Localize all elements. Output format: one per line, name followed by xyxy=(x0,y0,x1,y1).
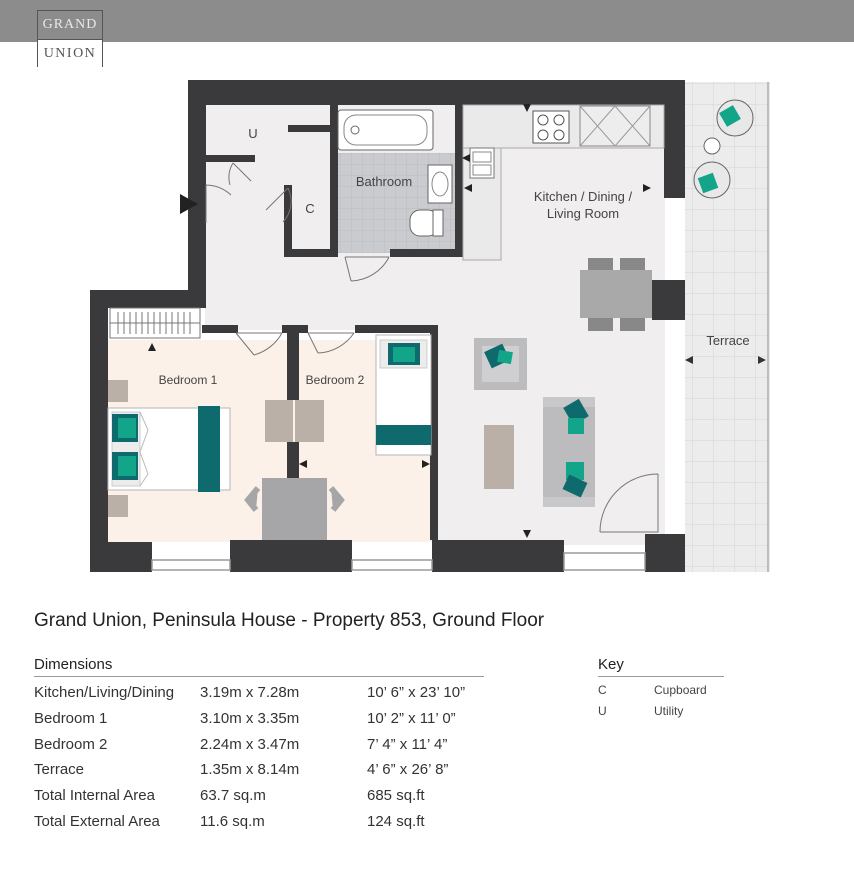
dim-room: Total External Area xyxy=(34,812,160,830)
dim-metric: 3.19m x 7.28m xyxy=(200,684,300,702)
table-row: Kitchen/Living/Dining 3.19m x 7.28m 10’ … xyxy=(34,680,465,706)
dim-room: Total Internal Area xyxy=(34,787,155,805)
dimensions-heading: Dimensions xyxy=(34,656,113,673)
door-swings xyxy=(205,162,659,533)
dim-room: Terrace xyxy=(34,761,85,779)
label-cupboard: C xyxy=(305,201,314,216)
wardrobe xyxy=(109,307,201,339)
pointer-arrows xyxy=(148,104,651,538)
dim-metric: 3.10m x 3.35m xyxy=(200,710,300,728)
windows xyxy=(151,552,646,571)
bedroom2-furniture xyxy=(375,334,432,456)
dimensions-divider xyxy=(34,676,484,677)
dim-metric: 11.6 sq.m xyxy=(200,812,265,830)
key-divider xyxy=(598,676,724,677)
label-kitchen-line2: Living Room xyxy=(547,206,619,221)
kitchen-units xyxy=(462,104,665,261)
header-bar xyxy=(0,0,854,42)
label-kitchen-line1: Kitchen / Dining / xyxy=(534,189,633,204)
dim-room: Bedroom 2 xyxy=(34,735,108,753)
dim-imperial: 10’ 2” x 11’ 0” xyxy=(367,710,456,728)
dim-room: Bedroom 1 xyxy=(34,710,108,728)
dining-set xyxy=(580,258,652,331)
table-row: Total Internal Area 63.7 sq.m 685 sq.ft xyxy=(34,783,465,809)
walls xyxy=(90,80,685,572)
key-code: C xyxy=(598,682,607,697)
dim-imperial: 10’ 6” x 23’ 10” xyxy=(367,684,466,702)
table-row: Bedroom 1 3.10m x 3.35m 10’ 2” x 11’ 0” xyxy=(34,706,465,732)
terrace-furniture xyxy=(693,99,754,199)
label-bathroom: Bathroom xyxy=(356,174,412,189)
table-row: C Cupboard xyxy=(598,679,707,700)
label-bedroom2: Bedroom 2 xyxy=(306,373,365,387)
brand-logo-top: GRAND xyxy=(42,17,98,32)
label-terrace: Terrace xyxy=(706,333,749,348)
bedroom1-furniture xyxy=(107,380,345,540)
key-meaning: Utility xyxy=(654,703,684,718)
dim-metric: 2.24m x 3.47m xyxy=(200,735,300,753)
dim-imperial: 7’ 4” x 11’ 4” xyxy=(367,735,448,753)
table-row: U Utility xyxy=(598,700,707,721)
table-row: Terrace 1.35m x 8.14m 4’ 6” x 26’ 8” xyxy=(34,757,465,783)
dim-imperial: 4’ 6” x 26’ 8” xyxy=(367,761,449,779)
label-bedroom1: Bedroom 1 xyxy=(159,373,218,387)
bathroom-fixtures xyxy=(337,109,453,237)
brand-logo[interactable]: GRAND UNION xyxy=(37,10,103,67)
dim-imperial: 124 sq.ft xyxy=(367,812,425,830)
dimensions-table: Kitchen/Living/Dining 3.19m x 7.28m 10’ … xyxy=(34,680,465,834)
dim-metric: 63.7 sq.m xyxy=(200,787,266,805)
key-heading: Key xyxy=(598,656,624,673)
dim-metric: 1.35m x 8.14m xyxy=(200,761,300,779)
entrance-arrow xyxy=(180,194,198,214)
living-furniture xyxy=(474,338,595,507)
key-code: U xyxy=(598,703,607,718)
table-row: Bedroom 2 2.24m x 3.47m 7’ 4” x 11’ 4” xyxy=(34,731,465,757)
floor-plan: U C Bathroom Kitchen / Dining / Living R… xyxy=(90,80,770,572)
brand-logo-bottom: UNION xyxy=(38,39,102,67)
label-utility: U xyxy=(248,126,257,141)
page-title: Grand Union, Peninsula House - Property … xyxy=(34,610,545,631)
dim-imperial: 685 sq.ft xyxy=(367,787,425,805)
terrace-area xyxy=(685,82,770,572)
key-meaning: Cupboard xyxy=(654,682,707,697)
key-table: C Cupboard U Utility xyxy=(598,679,707,721)
dim-room: Kitchen/Living/Dining xyxy=(34,684,175,702)
table-row: Total External Area 11.6 sq.m 124 sq.ft xyxy=(34,808,465,834)
